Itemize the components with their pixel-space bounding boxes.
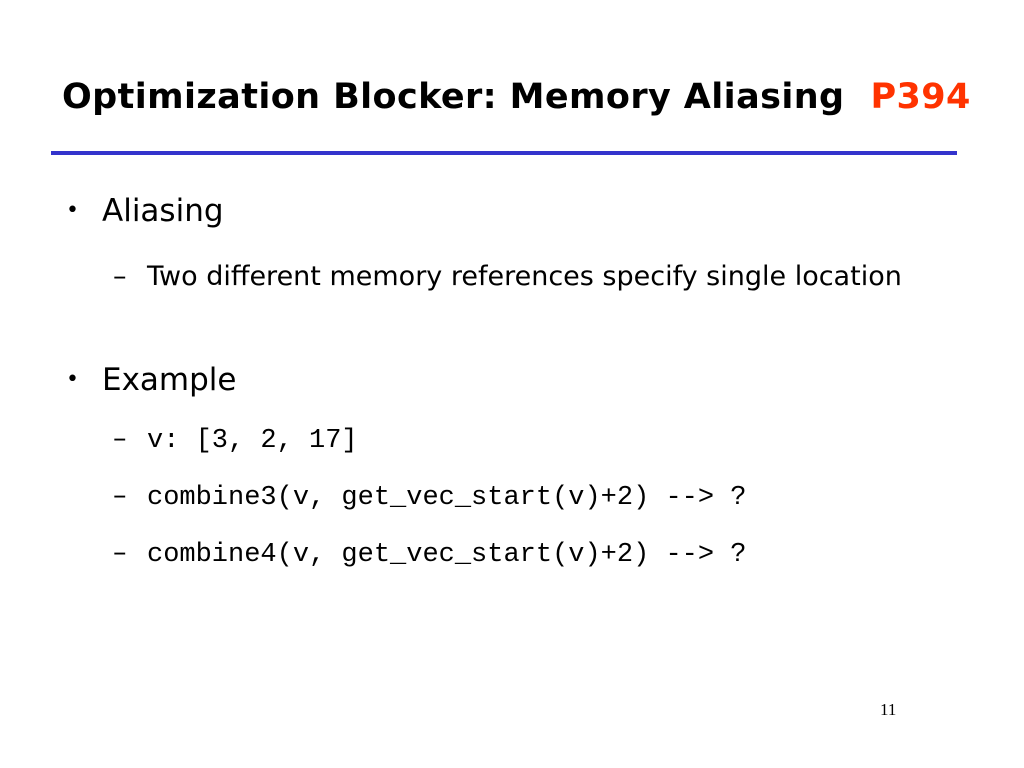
page-number: 11	[880, 700, 897, 719]
bullet-aliasing: • Aliasing	[66, 193, 224, 230]
code-text: combine4(v, get_vec_start(v)+2) --> ?	[147, 540, 747, 570]
bullet-marker: •	[66, 367, 79, 392]
code-text: v: [3, 2, 17]	[147, 426, 358, 456]
code-line-combine3: –combine3(v, get_vec_start(v)+2) --> ?	[113, 480, 747, 514]
bullet-marker: •	[66, 198, 79, 223]
code-line-vector: –v: [3, 2, 17]	[113, 423, 358, 457]
dash-marker: –	[113, 480, 127, 511]
code-line-combine4: –combine4(v, get_vec_start(v)+2) --> ?	[113, 537, 747, 571]
sub-bullet-definition: –Two different memory references specify…	[113, 253, 947, 300]
slide-title: Optimization Blocker: Memory Aliasing P39…	[62, 76, 971, 118]
page-reference: P394	[870, 77, 971, 117]
slide-title-text: Optimization Blocker: Memory Aliasing	[62, 77, 845, 117]
dash-marker: –	[113, 261, 127, 292]
code-text: combine3(v, get_vec_start(v)+2) --> ?	[147, 483, 747, 513]
dash-marker: –	[113, 537, 127, 568]
dash-marker: –	[113, 423, 127, 454]
bullet-text: Aliasing	[102, 193, 224, 229]
title-divider	[51, 151, 957, 155]
bullet-text: Example	[102, 362, 237, 398]
sub-bullet-text: Two different memory references specify …	[147, 261, 902, 292]
bullet-example: • Example	[66, 362, 237, 399]
